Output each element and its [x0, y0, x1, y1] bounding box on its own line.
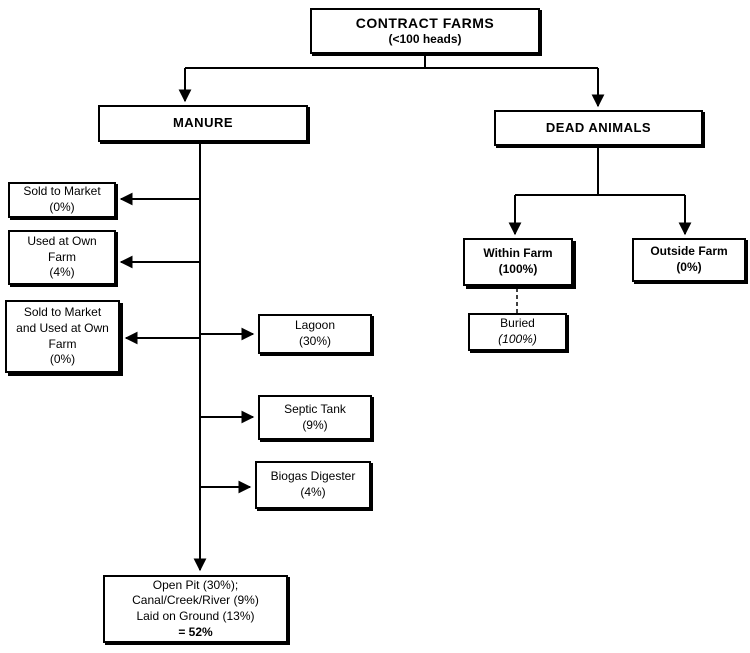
node-sold-and-used: Sold to Market and Used at Own Farm (0%) — [5, 300, 120, 373]
open-pit-total: = 52% — [178, 624, 213, 639]
node-outside-farm: Outside Farm (0%) — [632, 238, 746, 282]
contract-farms-subtitle: (<100 heads) — [388, 32, 462, 47]
buried-label: Buried — [500, 316, 535, 331]
node-manure: MANURE — [98, 105, 308, 142]
node-biogas-digester: Biogas Digester (4%) — [255, 461, 371, 509]
dead-animals-label: DEAD ANIMALS — [545, 119, 652, 135]
node-sold-to-market: Sold to Market (0%) — [8, 182, 116, 218]
node-used-at-own-farm: Used at Own Farm (4%) — [8, 230, 116, 285]
manure-label: MANURE — [172, 115, 234, 131]
node-dead-animals: DEAD ANIMALS — [494, 110, 703, 146]
node-lagoon: Lagoon (30%) — [258, 314, 372, 354]
node-open-pit: Open Pit (30%); Canal/Creek/River (9%) L… — [103, 575, 288, 643]
buried-percentage: (100%) — [498, 332, 537, 346]
node-contract-farms: CONTRACT FARMS (<100 heads) — [310, 8, 540, 54]
node-buried: Buried (100%) — [468, 313, 567, 351]
node-septic-tank: Septic Tank (9%) — [258, 395, 372, 440]
contract-farms-title: CONTRACT FARMS — [355, 15, 495, 32]
node-within-farm: Within Farm (100%) — [463, 238, 573, 286]
open-pit-lines: Open Pit (30%); Canal/Creek/River (9%) L… — [132, 577, 259, 623]
